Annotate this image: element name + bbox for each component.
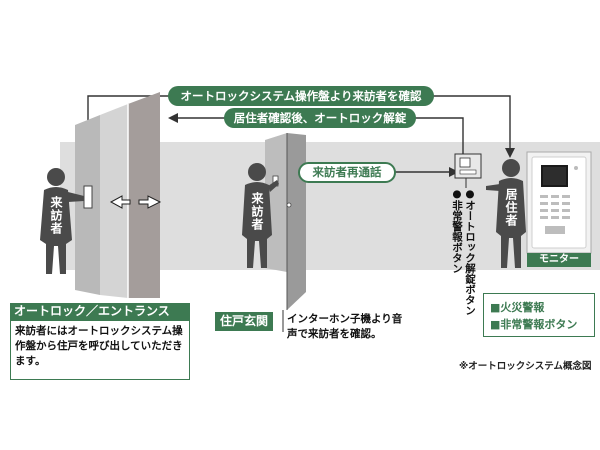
- entrance-description: 来訪者にはオートロックシステム操作盤から住戸を呼び出していただきます。: [10, 320, 190, 380]
- legend-fire-alarm: ■火災警報: [490, 301, 545, 314]
- monitor-label: モニター: [527, 253, 591, 267]
- label-second-arrow: 居住者確認後、オートロック解錠: [224, 108, 416, 128]
- door-open-arrows: [109, 195, 162, 209]
- resident-silhouette: [486, 159, 526, 268]
- entrance-title: オートロック／エントランス: [10, 303, 190, 320]
- entrance-structure: [75, 92, 160, 298]
- emergency-button-label: ●非常警報ボタン: [451, 188, 463, 274]
- label-top-arrow: オートロックシステム操作盤より来訪者を確認: [168, 86, 434, 106]
- monitor-device: [526, 151, 592, 254]
- arrow-head-left: [168, 113, 178, 123]
- arrow-head-right: [505, 148, 515, 158]
- door-title: 住戸玄関: [215, 312, 273, 331]
- legend-emergency-button: ■非常警報ボタン: [490, 318, 578, 331]
- indoor-intercom: [454, 153, 482, 179]
- diagram-caption: ※オートロックシステム概念図: [459, 361, 592, 372]
- door-description: インターホン子機より音声で来訪者を確認。: [287, 313, 403, 340]
- autolock-button-label: ●オートロック解錠ボタン: [464, 188, 476, 316]
- autolock-panel: [83, 185, 93, 209]
- visitor-silhouette-left: [40, 168, 84, 274]
- visitor-label-middle: 来訪者: [250, 192, 264, 231]
- resident-label: 居住者: [504, 188, 518, 227]
- visitor-label-left: 来訪者: [49, 196, 63, 235]
- arrow-head-recall: [449, 167, 459, 177]
- label-recall: 来訪者再通話: [298, 162, 396, 183]
- visitor-silhouette-middle: [242, 163, 279, 268]
- legend-box: ■火災警報 ■非常警報ボタン: [483, 293, 595, 337]
